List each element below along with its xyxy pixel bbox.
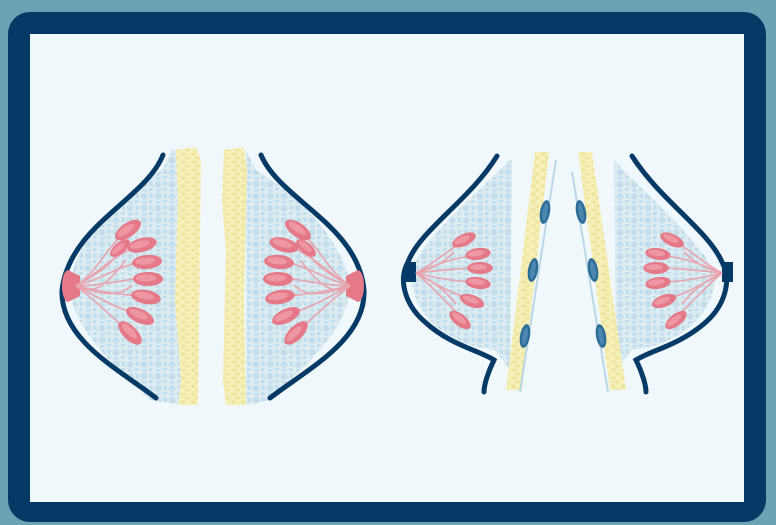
right-muscle-band bbox=[222, 147, 247, 405]
left-side-muscle bbox=[506, 152, 549, 390]
right-side-nipple bbox=[722, 262, 733, 282]
side-view-diagram bbox=[403, 152, 733, 392]
front-view-diagram bbox=[62, 147, 364, 405]
left-side-nipple bbox=[405, 262, 416, 282]
left-side-fat-tissue bbox=[410, 160, 512, 370]
